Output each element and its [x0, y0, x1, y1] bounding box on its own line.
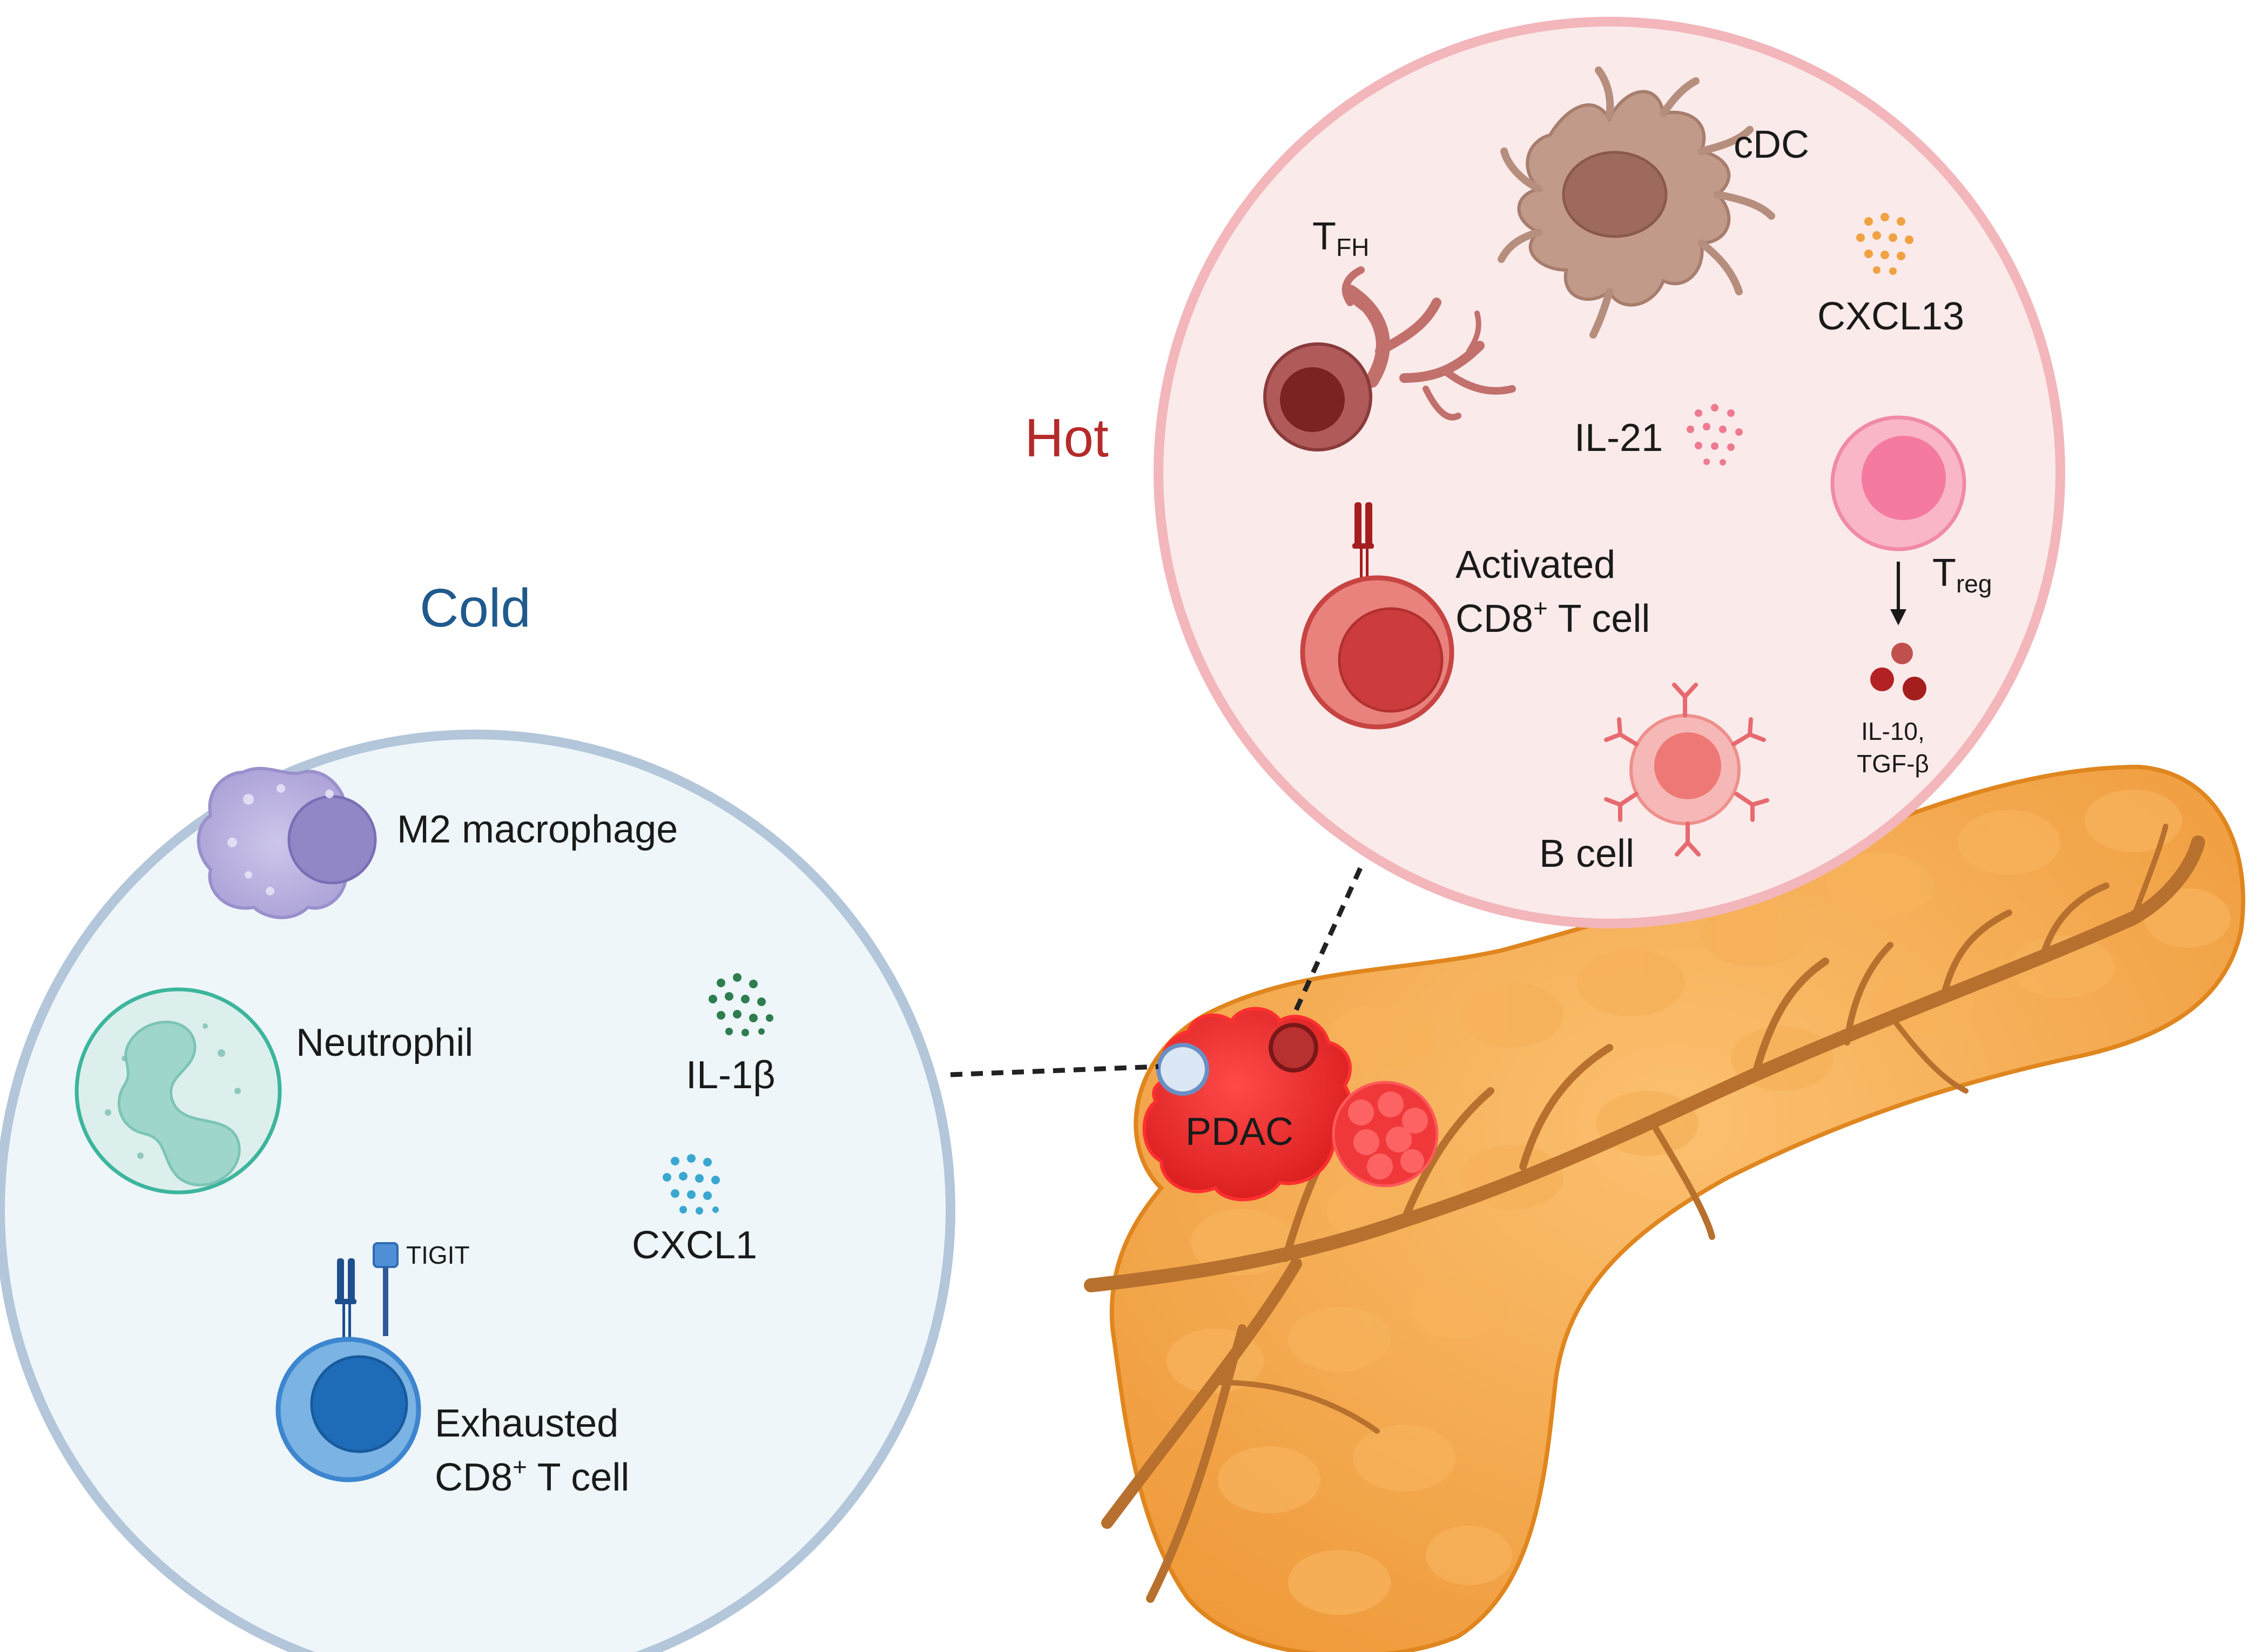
treg-main: T	[1932, 551, 1956, 595]
cdc-cell	[1498, 66, 1775, 339]
tfh-label: TFH	[1312, 215, 1369, 261]
cold-connector	[950, 1064, 1159, 1077]
bcell-label: B cell	[1539, 832, 1634, 875]
activated-label-line2: CD8+ T cell	[1455, 594, 1650, 640]
cxcl13-chemokine-icon	[1856, 213, 1913, 275]
m2-macrophage-cell	[197, 766, 377, 919]
tcr-receptor-icon	[335, 1258, 356, 1339]
activated-label-line1: Activated	[1455, 543, 1615, 586]
il10-tgfb-icon	[1870, 643, 1926, 700]
hot-connector	[1293, 866, 1364, 1011]
pdac-label: PDAC	[1185, 1110, 1293, 1154]
tfh-main: T	[1312, 215, 1336, 258]
m2-macrophage-label: M2 macrophage	[397, 808, 678, 851]
activated-tcell: T cell	[1548, 597, 1650, 640]
il10-label-line1: IL-10,	[1861, 717, 1925, 745]
exhausted-label-line2: CD8+ T cell	[435, 1453, 629, 1499]
tumor-mass	[1142, 1007, 1352, 1202]
cold-circle	[0, 730, 955, 1652]
exhausted-t-cell	[275, 1242, 421, 1482]
neutrophil-label: Neutrophil	[296, 1021, 473, 1064]
activated-cd8: CD8	[1455, 597, 1533, 640]
cold-panel: Cold M2 macrophage Neutrophil	[0, 578, 955, 1652]
neutrophil-cell	[75, 987, 282, 1195]
il21-cytokine-icon	[1687, 404, 1743, 466]
tcr-receptor-icon-red	[1352, 502, 1374, 579]
il1b-cytokine-icon	[709, 973, 773, 1036]
activated-sup: +	[1533, 594, 1548, 622]
cxcl13-label: CXCL13	[1817, 295, 1964, 338]
red-cell-marker	[1269, 1023, 1318, 1073]
cdc-label: cDC	[1734, 123, 1809, 166]
pdac-tumor: PDAC	[1142, 1007, 1439, 1202]
treg-cell	[1830, 415, 1966, 625]
tfh-sub: FH	[1336, 233, 1369, 261]
exhausted-sup: +	[513, 1453, 527, 1481]
treg-label: Treg	[1932, 551, 1992, 598]
il21-label: IL-21	[1574, 416, 1663, 460]
pancreas	[1084, 764, 2246, 1652]
activated-t-cell	[1300, 502, 1454, 730]
b-cell	[1604, 683, 1769, 857]
il10-label-line2: TGF-β	[1857, 750, 1929, 778]
cxcl1-label: CXCL1	[632, 1224, 757, 1267]
exhausted-cd8: CD8	[435, 1456, 513, 1499]
tigit-receptor-icon	[373, 1242, 399, 1336]
exhausted-label-line1: Exhausted	[435, 1402, 618, 1445]
pancreatic-duct	[1084, 824, 2205, 1603]
il1b-label: IL-1β	[686, 1054, 775, 1097]
cxcl1-chemokine-icon	[663, 1154, 720, 1215]
hot-title: Hot	[1024, 408, 1109, 468]
tfh-cell	[1263, 266, 1516, 451]
cold-title: Cold	[420, 578, 531, 638]
treg-sub: reg	[1956, 570, 1992, 598]
exhausted-tcell: T cell	[527, 1456, 629, 1499]
white-cell-marker	[1156, 1043, 1209, 1096]
tigit-label: TIGIT	[406, 1241, 470, 1269]
tumor-satellite	[1332, 1081, 1439, 1188]
hot-panel: Hot TFH	[1024, 17, 2065, 928]
